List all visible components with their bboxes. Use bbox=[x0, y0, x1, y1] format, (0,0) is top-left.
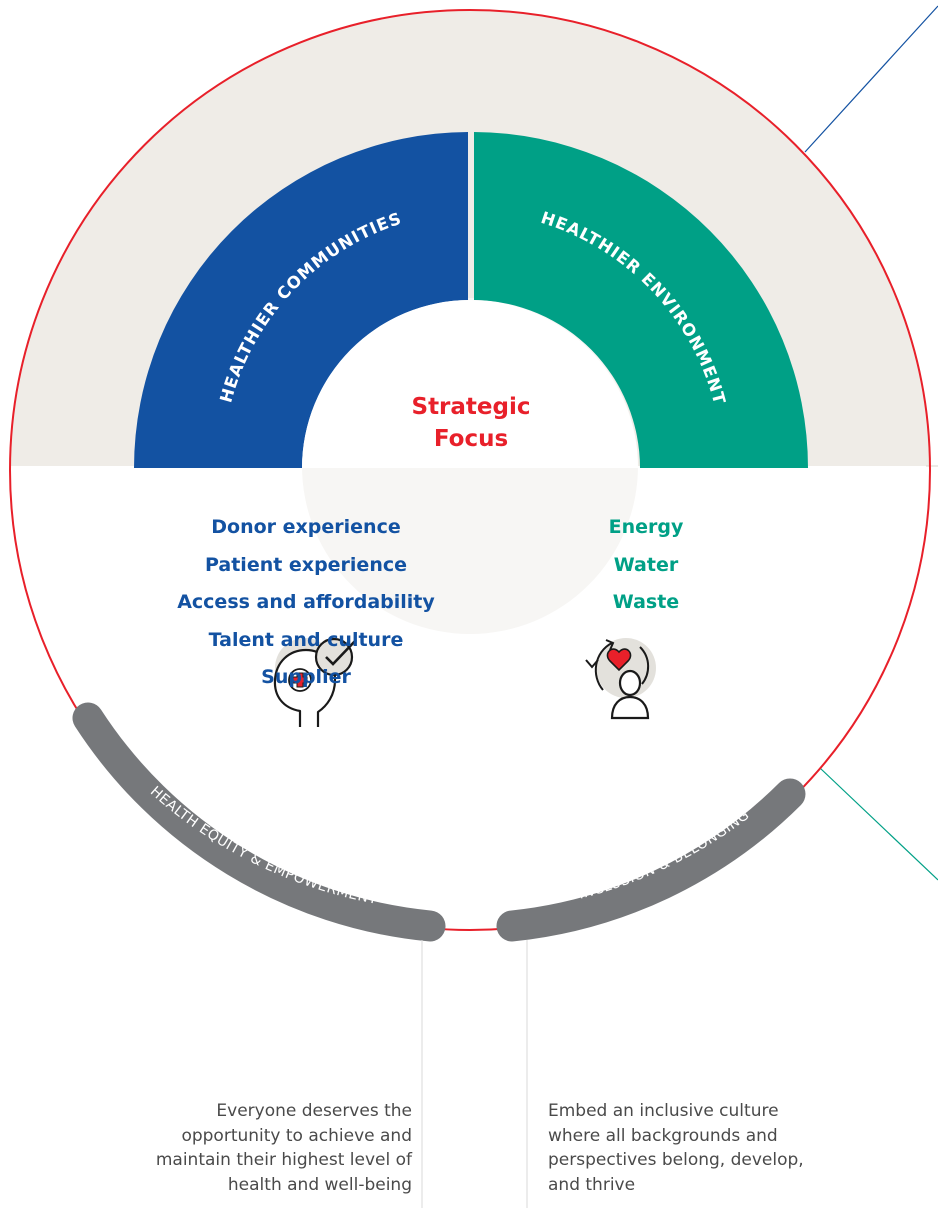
list-item: Supplier bbox=[261, 666, 351, 688]
list-item: Energy bbox=[608, 516, 684, 538]
connector-line-top bbox=[804, 5, 938, 153]
environment-focus-list: Energy Water Waste bbox=[566, 509, 726, 622]
center-circle bbox=[302, 300, 638, 468]
list-item: Talent and culture bbox=[208, 628, 404, 651]
equity-description: Everyone deserves the opportunity to ach… bbox=[155, 1101, 412, 1195]
equity-band bbox=[72, 702, 446, 942]
list-item: Water bbox=[613, 553, 679, 576]
inclusion-description: Embed an inclusive culture where all bac… bbox=[548, 1101, 804, 1195]
center-title-line2: Focus bbox=[434, 426, 508, 452]
outer-ring bbox=[9, 9, 931, 931]
list-item: Donor experience bbox=[211, 516, 401, 538]
list-item: Access and affordability bbox=[177, 591, 435, 613]
list-item: Patient experience bbox=[204, 553, 407, 576]
healthier-communities-segment bbox=[134, 132, 468, 468]
healthier-environment-segment bbox=[474, 132, 808, 468]
connector-line-bottom bbox=[819, 767, 938, 881]
inclusion-band bbox=[496, 778, 806, 942]
communities-focus-list: Donor experience Patient experience Acce… bbox=[140, 509, 472, 697]
list-item: Waste bbox=[612, 591, 680, 613]
center-title-line1: Strategic bbox=[412, 394, 531, 420]
person-heart-cycle-icon bbox=[585, 638, 656, 720]
head-health-check-icon bbox=[273, 637, 357, 727]
